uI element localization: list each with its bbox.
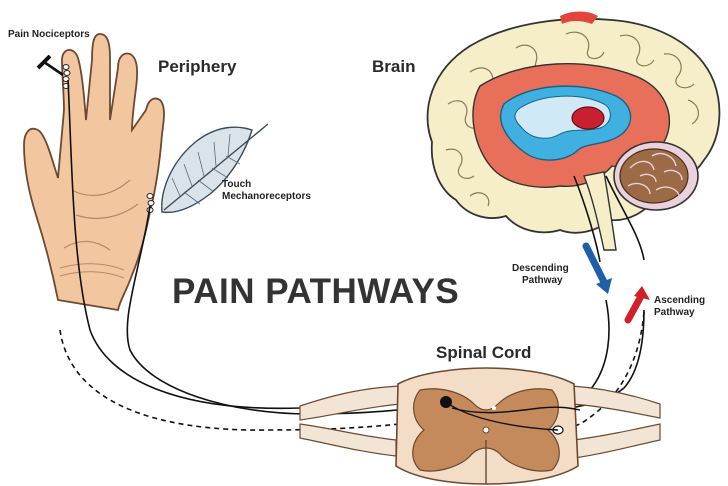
pain-nociceptors-label: Pain Nociceptors	[8, 30, 90, 41]
touch-label-line2: Mechanoreceptors	[222, 192, 311, 203]
left-ventral-root	[300, 424, 396, 456]
descending-label-line2: Pathway	[522, 276, 563, 287]
left-nerve-root	[300, 386, 400, 420]
cerebellum	[620, 149, 688, 203]
descending-label-line1: Descending	[512, 264, 569, 275]
central-canal	[483, 427, 489, 433]
ascending-label-line2: Pathway	[654, 308, 695, 319]
pin-icon	[38, 56, 63, 75]
hand-shape	[24, 34, 164, 310]
touch-label-line1: Touch	[222, 180, 251, 191]
hand-illustration	[24, 34, 164, 310]
thalamus	[572, 107, 604, 129]
brain-illustration	[428, 12, 720, 251]
spinal-cord-heading: Spinal Cord	[436, 344, 531, 362]
mechanoreceptor-endings	[147, 194, 154, 213]
diagram-title: PAIN PATHWAYS	[172, 272, 459, 312]
ascending-arrow	[628, 286, 650, 320]
spinal-cord-illustration	[300, 368, 660, 484]
grey-matter-dot	[492, 406, 496, 410]
ascending-label-line1: Ascending	[654, 296, 705, 307]
brain-heading: Brain	[372, 58, 415, 76]
periphery-heading: Periphery	[158, 58, 236, 76]
right-ventral-root	[574, 424, 660, 458]
